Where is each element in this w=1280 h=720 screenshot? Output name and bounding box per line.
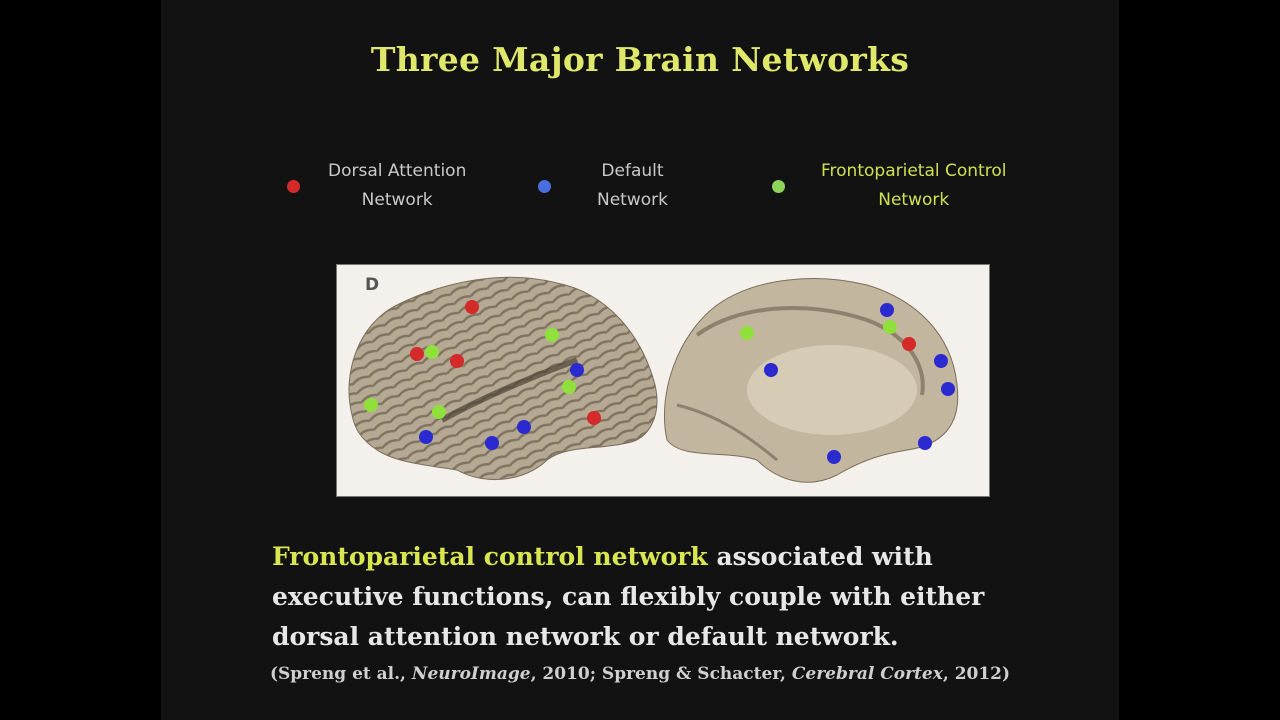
network-nodes (364, 300, 955, 464)
citation: (Spreng et al., NeuroImage, 2010; Spreng… (161, 664, 1119, 684)
body-description: associated with executive functions, can… (272, 542, 985, 651)
legend-label-line1: Dorsal Attention (328, 161, 467, 181)
legend-frontoparietal: Frontoparietal Control Network (772, 157, 1006, 215)
legend-default: Default Network (538, 157, 668, 215)
blue-dot-icon (538, 179, 551, 193)
citation-journal: NeuroImage (411, 664, 531, 684)
legend-dorsal-attention: Dorsal Attention Network (287, 157, 466, 215)
panel-label: D (365, 275, 380, 295)
medial-brain-view (663, 278, 959, 483)
slide-title: Three Major Brain Networks (370, 40, 910, 79)
slide: Three Major Brain Networks Dorsal Attent… (161, 0, 1119, 720)
citation-journal: Cerebral Cortex (791, 664, 943, 684)
citation-part: (Spreng et al., (269, 664, 412, 684)
brain-figure: D (336, 264, 990, 497)
body-text: Frontoparietal control network associate… (272, 537, 1072, 657)
green-dot-icon (772, 179, 785, 193)
legend-label-line1: Default (601, 161, 664, 181)
citation-part: , 2012) (942, 664, 1011, 684)
citation-part: , 2010; Spreng & Schacter, (530, 664, 792, 684)
legend-label-line1: Frontoparietal Control (821, 161, 1007, 181)
brain-illustration (348, 276, 959, 483)
legend-label-line2: Network (361, 190, 433, 210)
red-dot-icon (287, 179, 300, 193)
legend-label-line2: Network (878, 190, 950, 210)
legend-label-line2: Network (597, 190, 668, 210)
highlighted-term: Frontoparietal control network (272, 542, 708, 571)
lateral-brain-view (348, 276, 658, 481)
